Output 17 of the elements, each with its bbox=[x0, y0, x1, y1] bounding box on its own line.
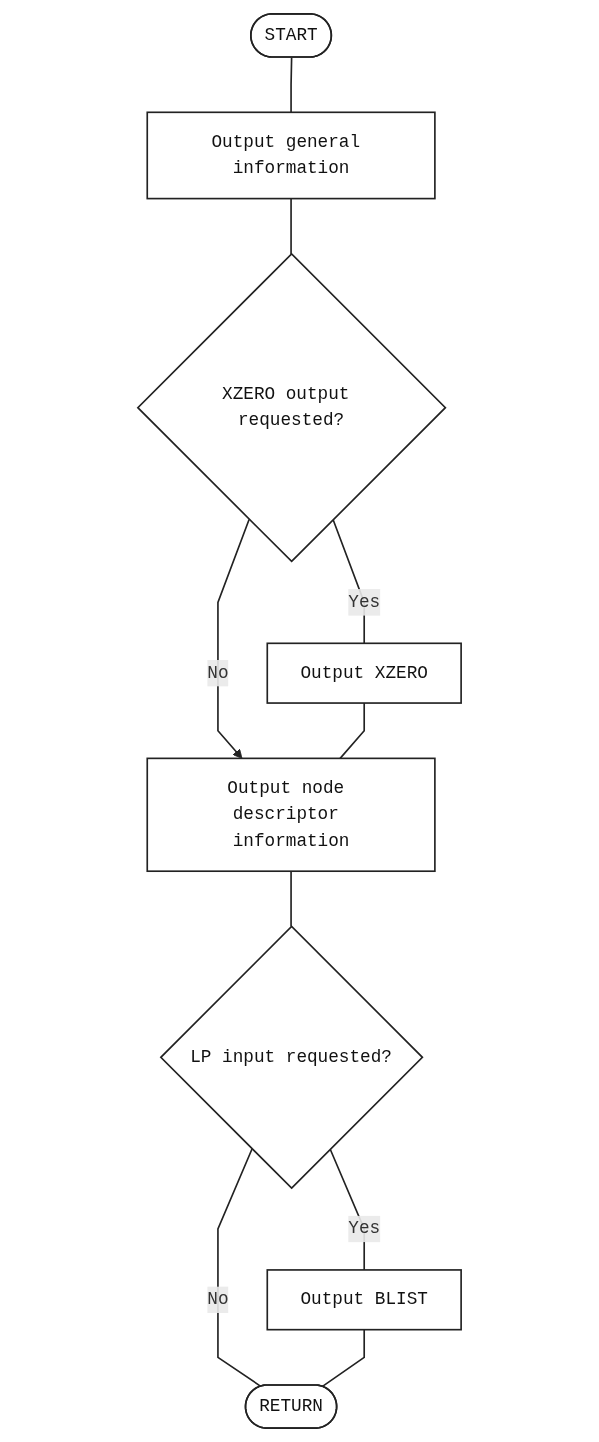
node-diamond: XZERO output requested? bbox=[136, 252, 447, 563]
node-box: Output node descriptor information bbox=[146, 757, 436, 873]
edge-label: No bbox=[207, 1289, 229, 1310]
node-box: Output general information bbox=[146, 111, 436, 200]
connector bbox=[339, 702, 366, 760]
connector bbox=[217, 1148, 262, 1388]
edge-label: Yes bbox=[348, 592, 381, 613]
arrow bbox=[217, 518, 250, 759]
node-diamond: LP input requested? bbox=[159, 925, 424, 1190]
connector bbox=[290, 870, 292, 928]
node-box: Output XZERO bbox=[266, 642, 462, 704]
connector bbox=[290, 56, 293, 114]
connector bbox=[321, 1328, 366, 1388]
connector bbox=[290, 197, 292, 255]
edge-label: Yes bbox=[348, 1219, 381, 1239]
node-box: Output BLIST bbox=[266, 1269, 462, 1331]
edge-label: No bbox=[207, 663, 229, 684]
